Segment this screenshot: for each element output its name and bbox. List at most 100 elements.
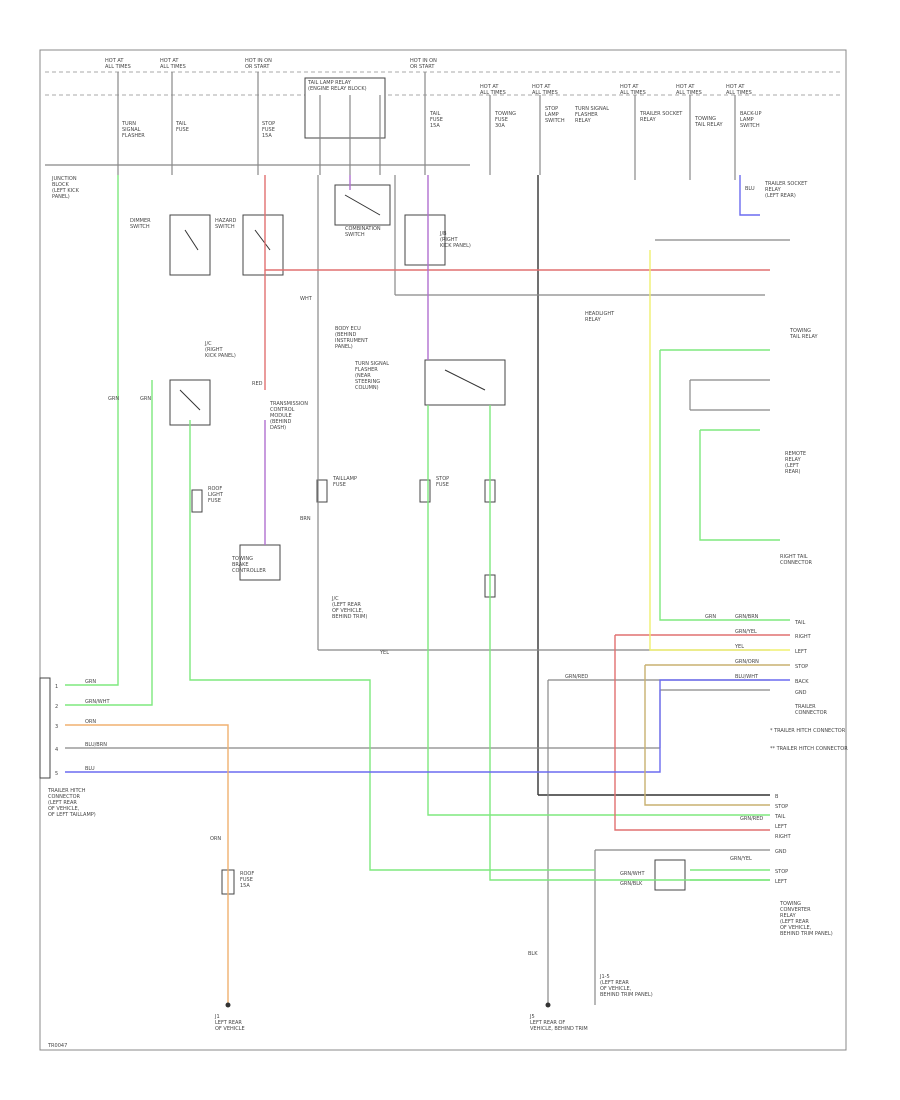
wire-tan-2 (644, 665, 770, 806)
wire-green-trace (189, 420, 595, 871)
right-connector: TAIL RIGHT LEFT STOP BACK GND GRN GRN/BR… (565, 614, 848, 752)
right-wire-6: GRN/RED (565, 674, 588, 680)
wire-red-right2 (614, 635, 770, 831)
right-wire-4: YEL (734, 644, 744, 650)
right-pin-tail: TAIL (794, 620, 806, 626)
left-wire-4: BLU/BRN (85, 742, 107, 748)
tow-pin-left2: LEFT (775, 879, 788, 885)
ground-mid-node (545, 1002, 551, 1008)
wire-code-labels: GRN GRN RED BLU YEL WHT BRN BLK GRN/WHT … (108, 186, 763, 957)
left-wire-2: GRN/WHT (85, 699, 110, 705)
wire-orange (65, 724, 229, 1005)
right-wire-1: GRN (705, 614, 716, 620)
wire-green-right2 (659, 350, 790, 621)
left-wire-1: GRN (85, 679, 96, 685)
tow-pin-stop: STOP (775, 804, 788, 810)
ground-left-node (225, 1002, 231, 1008)
red-wires (264, 175, 790, 831)
right-wire-5: GRN/ORN (735, 659, 759, 665)
wire-code-yel: YEL (379, 650, 389, 656)
wire-code-grny: GRN/YEL (730, 856, 752, 862)
wire-green-mid (427, 405, 770, 816)
wire-code-red: RED (252, 381, 263, 387)
left-wire-5: BLU (85, 766, 95, 772)
wire-code-grnb: GRN/BLK (620, 881, 643, 887)
wire-yellow (649, 250, 790, 651)
wire-code-wht: WHT (300, 296, 313, 302)
misc-wires (65, 175, 790, 1005)
green-wires (65, 175, 790, 881)
left-pin-3: 3 (55, 724, 58, 730)
tail-lamp-relay-box (304, 77, 386, 139)
wire-green-right3 (699, 430, 780, 541)
wire-code-grn2: GRN (140, 396, 151, 402)
wire-code-grnw: GRN/WHT (620, 871, 645, 877)
tow-pin-right: RIGHT (775, 834, 792, 840)
relay-header: TAIL LAMP RELAY(ENGINE RELAY BLOCK) (307, 80, 367, 92)
fuse-drops (117, 72, 736, 180)
left-pin-1: 1 (55, 684, 58, 690)
tow-pin-tail: TAIL (774, 814, 786, 820)
right-pin-back: BACK (795, 679, 809, 685)
wire-code-blu: BLU (745, 186, 755, 192)
wire-code-orn: ORN (210, 836, 221, 842)
wire-blue-top (739, 175, 760, 216)
right-pin-left: LEFT (795, 649, 808, 655)
grounds (225, 1002, 551, 1008)
towing-connector-name: TOWING CONVERTER RELAY (LEFT REAR OF VEH… (779, 901, 833, 937)
wire-code-grnr: GRN/RED (740, 816, 763, 822)
right-connector-note-2: ** TRAILER HITCH CONNECTOR (770, 746, 848, 752)
left-wire-3: ORN (85, 719, 96, 725)
left-connector-name: TRAILER HITCH CONNECTOR (LEFT REAR OF VE… (47, 788, 96, 818)
wire-blue-main (65, 679, 790, 773)
wire-code-grn-l: GRN (108, 396, 119, 402)
right-connector-note-1: * TRAILER HITCH CONNECTOR (770, 728, 846, 734)
diagram-frame (39, 49, 847, 1051)
towing-connector: B STOP TAIL LEFT RIGHT GND STOP LEFT TOW… (774, 794, 833, 937)
wire-green-left-2 (65, 380, 153, 706)
wire-code-brn: BRN (300, 516, 311, 522)
right-wire-7: BLU/WHT (735, 674, 759, 680)
right-wire-3: GRN/YEL (735, 629, 757, 635)
footer-code: TR0047 (47, 1043, 67, 1049)
wire-green-mid2 (489, 405, 770, 881)
tow-pin-b: B (775, 794, 779, 800)
right-pin-right: RIGHT (795, 634, 812, 640)
